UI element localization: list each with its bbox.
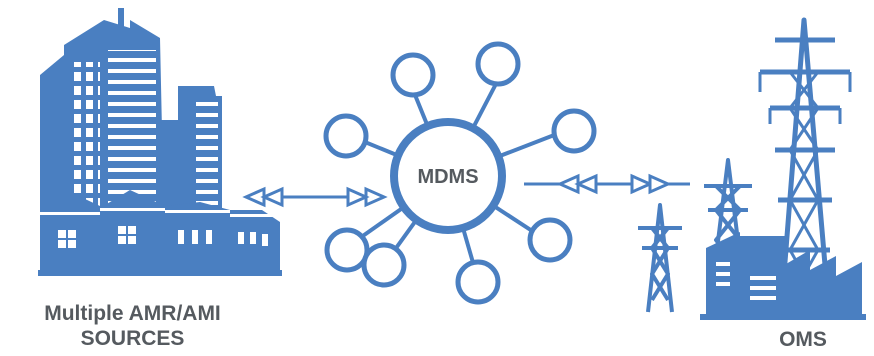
satellite-node bbox=[324, 227, 370, 273]
satellite-node bbox=[323, 113, 369, 159]
left-connector bbox=[242, 186, 388, 208]
sources-label-line1: Multiple AMR/AMI bbox=[44, 302, 221, 325]
satellite-node bbox=[527, 217, 573, 263]
satellite-node bbox=[390, 52, 436, 98]
satellite-node bbox=[551, 108, 597, 154]
hub-circle bbox=[390, 118, 506, 234]
satellite-node bbox=[455, 259, 501, 305]
right-connector bbox=[524, 173, 690, 195]
factory-icon bbox=[700, 232, 866, 320]
sources-label: Multiple AMR/AMI SOURCES bbox=[0, 301, 265, 351]
buildings-icon bbox=[38, 8, 282, 276]
oms-label: OMS bbox=[779, 328, 827, 351]
hub-satellites bbox=[323, 41, 597, 305]
hub-label: MDMS bbox=[417, 166, 479, 188]
sources-label-line2: SOURCES bbox=[80, 327, 185, 350]
mdms-hub bbox=[323, 41, 597, 305]
satellite-node bbox=[475, 41, 521, 87]
satellite-node bbox=[361, 242, 407, 288]
